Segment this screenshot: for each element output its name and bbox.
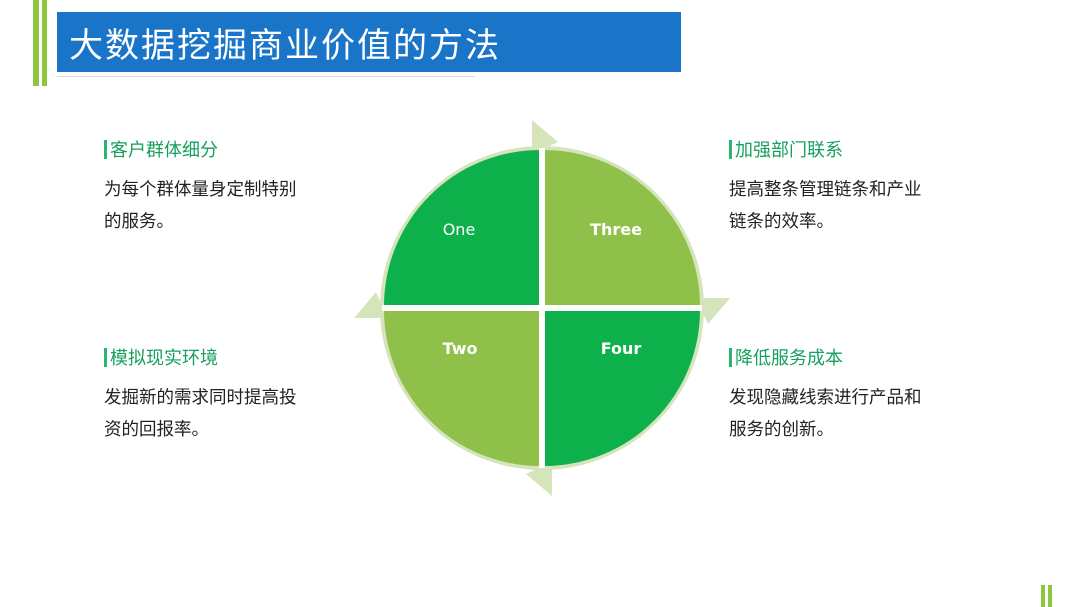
heading-marker [729,139,732,159]
block-simulate-reality: 模拟现实环境 发掘新的需求同时提高投 资的回报率。 [104,344,364,446]
quadrant-two [384,310,540,466]
block-line: 链条的效率。 [729,212,834,232]
quadrant-label-four: Four [601,339,642,358]
cycle-diagram: One Three Two Four [354,120,730,496]
arrowhead-left [354,292,388,318]
block-reduce-cost: 降低服务成本 发现隐藏线索进行产品和 服务的创新。 [729,344,989,446]
heading-marker [104,347,107,367]
block-line: 发现隐藏线索进行产品和 [729,388,922,408]
block-body: 提高整条管理链条和产业 链条的效率。 [729,174,989,238]
block-header: 客户群体细分 [104,136,364,162]
divider-vertical [539,148,545,468]
corner-mark-left [1041,585,1045,607]
block-header: 降低服务成本 [729,344,989,370]
quadrant-one [384,150,540,306]
block-body: 发现隐藏线索进行产品和 服务的创新。 [729,382,989,446]
title-underline [57,76,475,77]
block-heading: 模拟现实环境 [110,348,218,369]
block-body: 发掘新的需求同时提高投 资的回报率。 [104,382,364,446]
quadrant-four [544,310,700,466]
arrowhead-right [696,298,730,324]
block-heading: 客户群体细分 [110,140,218,161]
block-line: 为每个群体量身定制特别 [104,180,297,200]
block-line: 资的回报率。 [104,420,209,440]
block-line: 的服务。 [104,212,174,232]
block-line: 提高整条管理链条和产业 [729,180,922,200]
arrowhead-bottom [526,462,552,496]
block-department-links: 加强部门联系 提高整条管理链条和产业 链条的效率。 [729,136,989,238]
block-heading: 加强部门联系 [735,140,843,161]
quadrant-three [544,150,700,306]
accent-bar-right [42,0,47,86]
arrowhead-top [532,120,558,154]
heading-marker [729,347,732,367]
block-line: 服务的创新。 [729,420,834,440]
block-heading: 降低服务成本 [735,348,843,369]
block-line: 发掘新的需求同时提高投 [104,388,297,408]
accent-bar-left [33,0,39,86]
block-body: 为每个群体量身定制特别 的服务。 [104,174,364,238]
block-header: 加强部门联系 [729,136,989,162]
corner-mark-right [1048,585,1052,607]
heading-marker [104,139,107,159]
block-header: 模拟现实环境 [104,344,364,370]
title-banner: 大数据挖掘商业价值的方法 [57,12,681,72]
page-title: 大数据挖掘商业价值的方法 [69,25,501,66]
quadrant-label-three: Three [590,220,642,239]
block-customer-segmentation: 客户群体细分 为每个群体量身定制特别 的服务。 [104,136,364,238]
quadrant-label-two: Two [443,339,478,358]
quadrant-label-one: One [443,220,476,239]
